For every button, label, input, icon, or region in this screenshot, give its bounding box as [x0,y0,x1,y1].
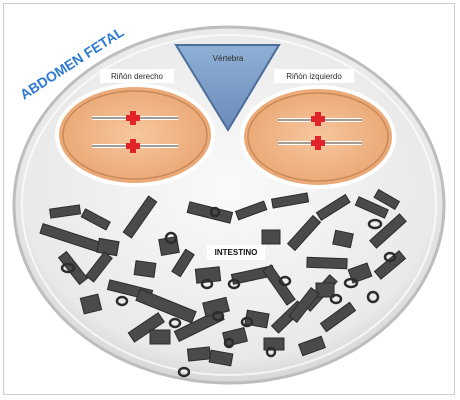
vertebra-label: Vértebra [213,54,244,63]
red-cross-marker-icon [311,136,325,150]
intestine-loops [39,188,407,367]
right-kidney-label-box [100,69,174,83]
right-kidney-label: Riñón derecho [111,72,164,81]
right-kidney [55,83,215,187]
intestine-label-box [207,245,265,260]
vertebra-shape [174,44,281,132]
abdomen-inner-ring [21,34,437,376]
left-kidney-label-box [274,69,354,83]
left-kidney [240,85,396,189]
intestine-rings [60,206,397,378]
red-cross-marker-icon [311,112,325,126]
red-cross-marker-icon [126,139,140,153]
left-kidney-label: Riñón izquierdo [286,72,342,81]
red-cross-marker-icon [126,111,140,125]
intestine-label: INTESTINO [215,248,258,257]
